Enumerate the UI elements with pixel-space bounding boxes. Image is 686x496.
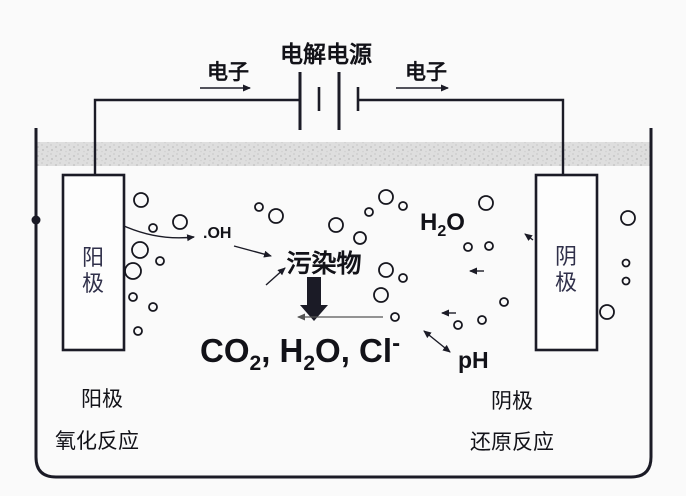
footer-cathode-label: 阴极 (491, 390, 533, 413)
degradation-arrow (300, 277, 328, 321)
bubble (172, 214, 188, 230)
products-ocl: O, Cl (315, 332, 392, 369)
bubble (390, 312, 400, 322)
bubble (398, 201, 408, 211)
products-co: CO (200, 332, 250, 369)
bubble (599, 304, 615, 320)
water-sub: 2 (437, 223, 446, 240)
bubble (148, 223, 158, 233)
water-o: O (446, 209, 465, 236)
bubble (364, 207, 374, 217)
bubble (353, 231, 367, 245)
products-cl-sup: - (392, 330, 400, 357)
tank-wall-dot (31, 215, 41, 225)
products-label: CO2, H2O, Cl- (200, 330, 400, 375)
bubble (131, 241, 149, 259)
footer-cathode-reaction: 还原反应 (470, 431, 554, 454)
footer-anode-reaction: 氧化反应 (55, 430, 139, 453)
anode-to-oh-arrow (123, 225, 195, 242)
products-h: , H (261, 332, 303, 369)
bubble (478, 195, 494, 211)
anode-electrode-label-2: 极 (82, 271, 104, 296)
bubble (453, 320, 463, 330)
side-to-pollutant-arrow (265, 267, 286, 286)
liquid-surface-band (37, 142, 650, 166)
footer-anode-label: 阳极 (81, 388, 123, 411)
cathode-electrode-label-1: 阴 (555, 244, 577, 269)
tank-outline (34, 128, 653, 479)
bubble (148, 302, 158, 312)
battery-icon (298, 72, 360, 130)
bubble (254, 202, 264, 212)
bubble (328, 217, 344, 233)
anode-electrode-label-1: 阳 (82, 245, 104, 270)
bubble (463, 242, 473, 252)
products-co-sub: 2 (250, 352, 262, 375)
bubble (477, 315, 487, 325)
anode-electrode (61, 173, 126, 352)
bubbles-layer (124, 189, 636, 336)
bubble (499, 297, 509, 307)
cathode-electrode (534, 173, 599, 352)
electron-left-label: 电子 (207, 61, 249, 84)
bubble (155, 256, 165, 266)
cathode-electrode-label-2: 极 (555, 270, 577, 295)
wire-left (93, 98, 300, 176)
pollutant-label: 污染物 (286, 250, 361, 278)
bubble (621, 258, 631, 268)
ph-label: pH (458, 347, 489, 373)
bubble (133, 192, 149, 208)
water-h: H (420, 209, 437, 236)
products-h-sub: 2 (303, 352, 315, 375)
water-label: H2O (420, 209, 465, 240)
bubble (373, 287, 389, 303)
bubble (128, 292, 138, 302)
hydroxyl-label: .OH (203, 225, 231, 242)
power-supply-label: 电解电源 (280, 41, 372, 67)
ph-double-arrow (423, 330, 451, 353)
bubble (484, 241, 494, 251)
bubble (621, 276, 631, 286)
bubble (378, 262, 394, 278)
bubble (133, 326, 143, 336)
bubble (398, 273, 408, 283)
bubble (620, 210, 636, 226)
bubble (268, 208, 284, 224)
bubble (378, 189, 394, 205)
bubble (124, 262, 142, 280)
electron-right-label: 电子 (405, 61, 447, 84)
oh-to-pollutant-arrow (233, 245, 272, 258)
wire-right (358, 98, 565, 176)
migration-arrow-3 (524, 233, 534, 241)
